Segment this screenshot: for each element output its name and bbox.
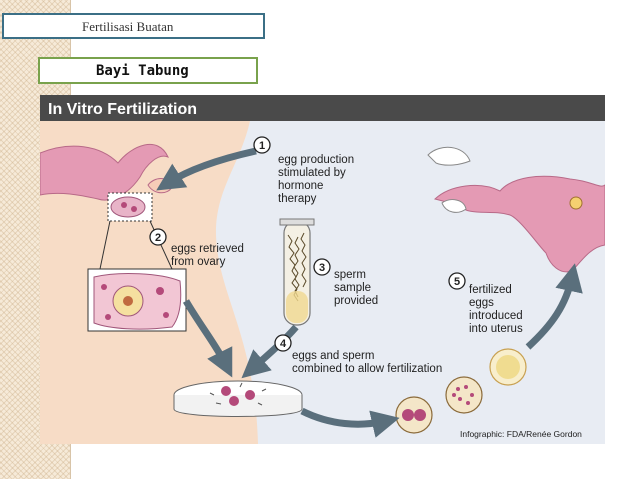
step-2-badge (149, 228, 167, 246)
step-4-line-1: eggs and sperm (292, 350, 374, 362)
step-3-badge (313, 258, 331, 276)
step-2: 2 eggs retrieved from ovary (149, 228, 244, 268)
test-tube (279, 218, 315, 326)
step-4-number: 4 (280, 338, 287, 350)
step-3: 3 sperm sample provided (313, 258, 378, 307)
ivf-diagram: In Vitro Fertilization (40, 95, 605, 444)
step-3-number: 3 (319, 262, 325, 274)
diagram-title-bar (40, 95, 605, 121)
zoom-line-left (99, 220, 111, 270)
step-4: 4 eggs and sperm combined to allow ferti… (274, 334, 442, 375)
step-5-number: 5 (454, 276, 460, 288)
slide-title: Fertilisasi Buatan (82, 19, 174, 34)
step-1: 1 egg production stimulated by hormone t… (253, 136, 354, 205)
step-3-line-3: provided (334, 295, 378, 307)
step-1-line-1: egg production (278, 154, 354, 166)
step-5-line-4: into uterus (469, 323, 523, 335)
embryo-stages (395, 348, 527, 434)
step-5-line-2: eggs (469, 297, 494, 309)
step-1-line-2: stimulated by (278, 167, 346, 179)
step-5-line-3: introduced (469, 310, 523, 322)
step-3-line-2: sample (334, 282, 371, 294)
ovary-box-small (107, 192, 153, 222)
step-2-number: 2 (155, 232, 161, 244)
infographic-credit: Infographic: FDA/Renée Gordon (460, 429, 582, 439)
step-5-line-1: fertilized (469, 284, 512, 296)
step-4-badge (274, 334, 292, 352)
step-1-line-4: therapy (278, 193, 317, 205)
step-1-badge (253, 136, 271, 154)
process-arrows (156, 147, 583, 438)
step-4-line-2: combined to allow fertilization (292, 363, 442, 375)
petri-dish (173, 380, 303, 417)
step-2-line-2: from ovary (171, 256, 226, 268)
step-1-number: 1 (259, 140, 265, 152)
step-3-line-1: sperm (334, 269, 366, 281)
uterus-right (427, 146, 605, 273)
step-5: 5 fertilized eggs introduced into uterus (448, 272, 523, 335)
step-5-badge (448, 272, 466, 290)
ovary-box-large (87, 268, 187, 332)
slide-subtitle-box: Bayi Tabung (38, 57, 258, 84)
slide-title-box: Fertilisasi Buatan (2, 13, 265, 39)
step-2-line-1: eggs retrieved (171, 243, 244, 255)
slide-subtitle: Bayi Tabung (96, 63, 189, 79)
diagram-title: In Vitro Fertilization (48, 101, 197, 118)
step-1-line-3: hormone (278, 180, 323, 192)
